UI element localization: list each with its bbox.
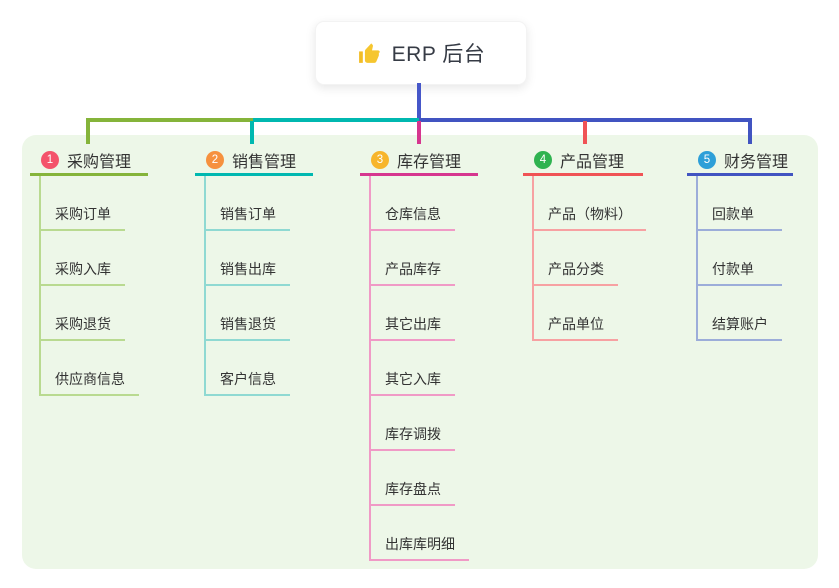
child-node[interactable]: 产品（物料） (532, 176, 646, 231)
branch-column-inventory: 3 库存管理 仓库信息 产品库存 其它出库 其它入库 库存调拨 库存盘点 出库库… (360, 146, 478, 561)
child-node[interactable]: 仓库信息 (369, 176, 455, 231)
connector-drop-5 (748, 121, 752, 144)
branch-heading[interactable]: 4 产品管理 (523, 146, 643, 176)
branch-column-product: 4 产品管理 产品（物料） 产品分类 产品单位 (523, 146, 646, 341)
branches-panel (22, 135, 818, 569)
child-node[interactable]: 库存盘点 (369, 451, 455, 506)
child-node[interactable]: 产品单位 (532, 286, 618, 341)
root-node[interactable]: ERP 后台 (315, 21, 527, 85)
child-node[interactable]: 回款单 (696, 176, 782, 231)
child-node[interactable]: 产品分类 (532, 231, 618, 286)
branch-column-purchase: 1 采购管理 采购订单 采购入库 采购退货 供应商信息 (30, 146, 148, 396)
branch-number-badge: 1 (41, 150, 59, 169)
connector-drop-3 (417, 121, 421, 144)
connector-drop-2 (250, 121, 254, 144)
branch-children: 仓库信息 产品库存 其它出库 其它入库 库存调拨 库存盘点 出库库明细 (360, 176, 478, 561)
child-node[interactable]: 销售出库 (204, 231, 290, 286)
child-node[interactable]: 客户信息 (204, 341, 290, 396)
branch-number-badge: 3 (371, 150, 389, 169)
connector-horizontal-left (86, 118, 253, 122)
child-node[interactable]: 产品库存 (369, 231, 455, 286)
connector-root-stem (417, 83, 421, 120)
branch-heading[interactable]: 5 财务管理 (687, 146, 793, 176)
branch-heading[interactable]: 3 库存管理 (360, 146, 478, 176)
child-node[interactable]: 销售退货 (204, 286, 290, 341)
connector-drop-1 (86, 121, 90, 144)
branch-trunk-line (369, 176, 371, 561)
branch-number-badge: 5 (698, 150, 716, 169)
branch-title: 采购管理 (67, 153, 132, 171)
root-node-label: ERP 后台 (391, 43, 486, 66)
child-node[interactable]: 销售订单 (204, 176, 290, 231)
branch-trunk-line (696, 176, 698, 341)
connector-horizontal-right (419, 118, 752, 122)
child-node[interactable]: 库存调拨 (369, 396, 455, 451)
branch-heading[interactable]: 1 采购管理 (30, 146, 148, 176)
branch-children: 产品（物料） 产品分类 产品单位 (523, 176, 646, 341)
branch-children: 销售订单 销售出库 销售退货 客户信息 (195, 176, 313, 396)
child-node[interactable]: 结算账户 (696, 286, 782, 341)
branch-title: 销售管理 (232, 153, 297, 171)
branch-children: 采购订单 采购入库 采购退货 供应商信息 (30, 176, 148, 396)
child-node[interactable]: 付款单 (696, 231, 782, 286)
branch-trunk-line (204, 176, 206, 396)
branch-column-sales: 2 销售管理 销售订单 销售出库 销售退货 客户信息 (195, 146, 313, 396)
branch-number-badge: 2 (206, 150, 224, 169)
child-node[interactable]: 供应商信息 (39, 341, 139, 396)
branch-heading[interactable]: 2 销售管理 (195, 146, 313, 176)
child-node[interactable]: 采购订单 (39, 176, 125, 231)
child-node[interactable]: 采购退货 (39, 286, 125, 341)
branch-title: 库存管理 (397, 153, 462, 171)
connector-horizontal-mid (253, 118, 419, 122)
branch-title: 产品管理 (560, 153, 625, 171)
child-node[interactable]: 其它入库 (369, 341, 455, 396)
branch-column-finance: 5 财务管理 回款单 付款单 结算账户 (687, 146, 793, 341)
child-node[interactable]: 采购入库 (39, 231, 125, 286)
thumbs-up-icon (357, 41, 382, 66)
child-node[interactable]: 其它出库 (369, 286, 455, 341)
branch-number-badge: 4 (534, 150, 552, 169)
branch-children: 回款单 付款单 结算账户 (687, 176, 793, 341)
branch-title: 财务管理 (724, 153, 789, 171)
branch-trunk-line (532, 176, 534, 341)
connector-drop-4 (583, 121, 587, 144)
child-node[interactable]: 出库库明细 (369, 506, 469, 561)
branch-trunk-line (39, 176, 41, 396)
